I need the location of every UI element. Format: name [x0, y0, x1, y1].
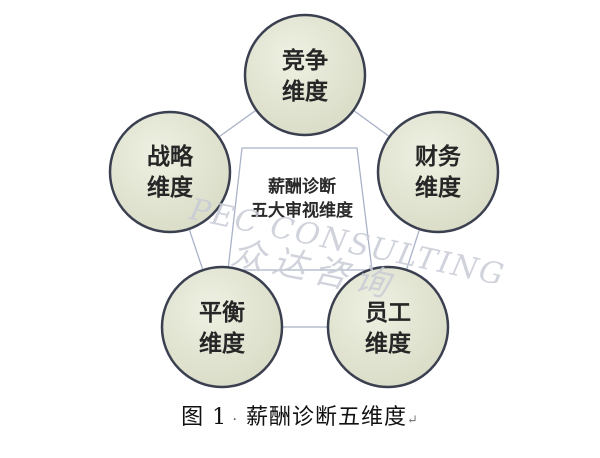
node-circle [160, 265, 284, 389]
node-competition: 竞争 维度 [243, 13, 367, 137]
paragraph-mark-icon: ↵ [406, 413, 419, 428]
node-label-line-2: 维度 [282, 78, 329, 105]
node-balance: 平衡 维度 [160, 265, 284, 389]
node-circle [326, 265, 450, 389]
center-line-2: 五大审视维度 [251, 200, 354, 221]
node-circle [243, 13, 367, 137]
node-finance: 财务 维度 [376, 110, 500, 234]
node-label-line-1: 员工 [365, 300, 411, 326]
node-label-line-1: 平衡 [199, 299, 245, 326]
node-label-line-2: 维度 [199, 330, 246, 357]
figure-caption: 图 1 · 薪酬诊断五维度↵ [0, 398, 600, 438]
node-label-line-2: 维度 [147, 174, 194, 201]
node-label-line-2: 维度 [365, 330, 412, 357]
node-label-line-1: 竞争 [282, 47, 328, 74]
node-label-line-1: 战略 [147, 143, 194, 170]
caption-label: 图 1 [181, 405, 228, 430]
node-strategy: 战略 维度 [108, 110, 232, 234]
node-label-line-2: 维度 [415, 174, 462, 201]
node-circle [376, 110, 500, 234]
caption-text: 薪酬诊断五维度 [245, 405, 407, 430]
caption-separator: · [232, 412, 238, 428]
center-line-1: 薪酬诊断 [268, 176, 336, 197]
node-employee: 员工 维度 [326, 265, 450, 389]
center-label: 薪酬诊断 五大审视维度 [251, 176, 354, 221]
node-circle [108, 110, 232, 234]
node-label-line-1: 财务 [415, 144, 462, 170]
